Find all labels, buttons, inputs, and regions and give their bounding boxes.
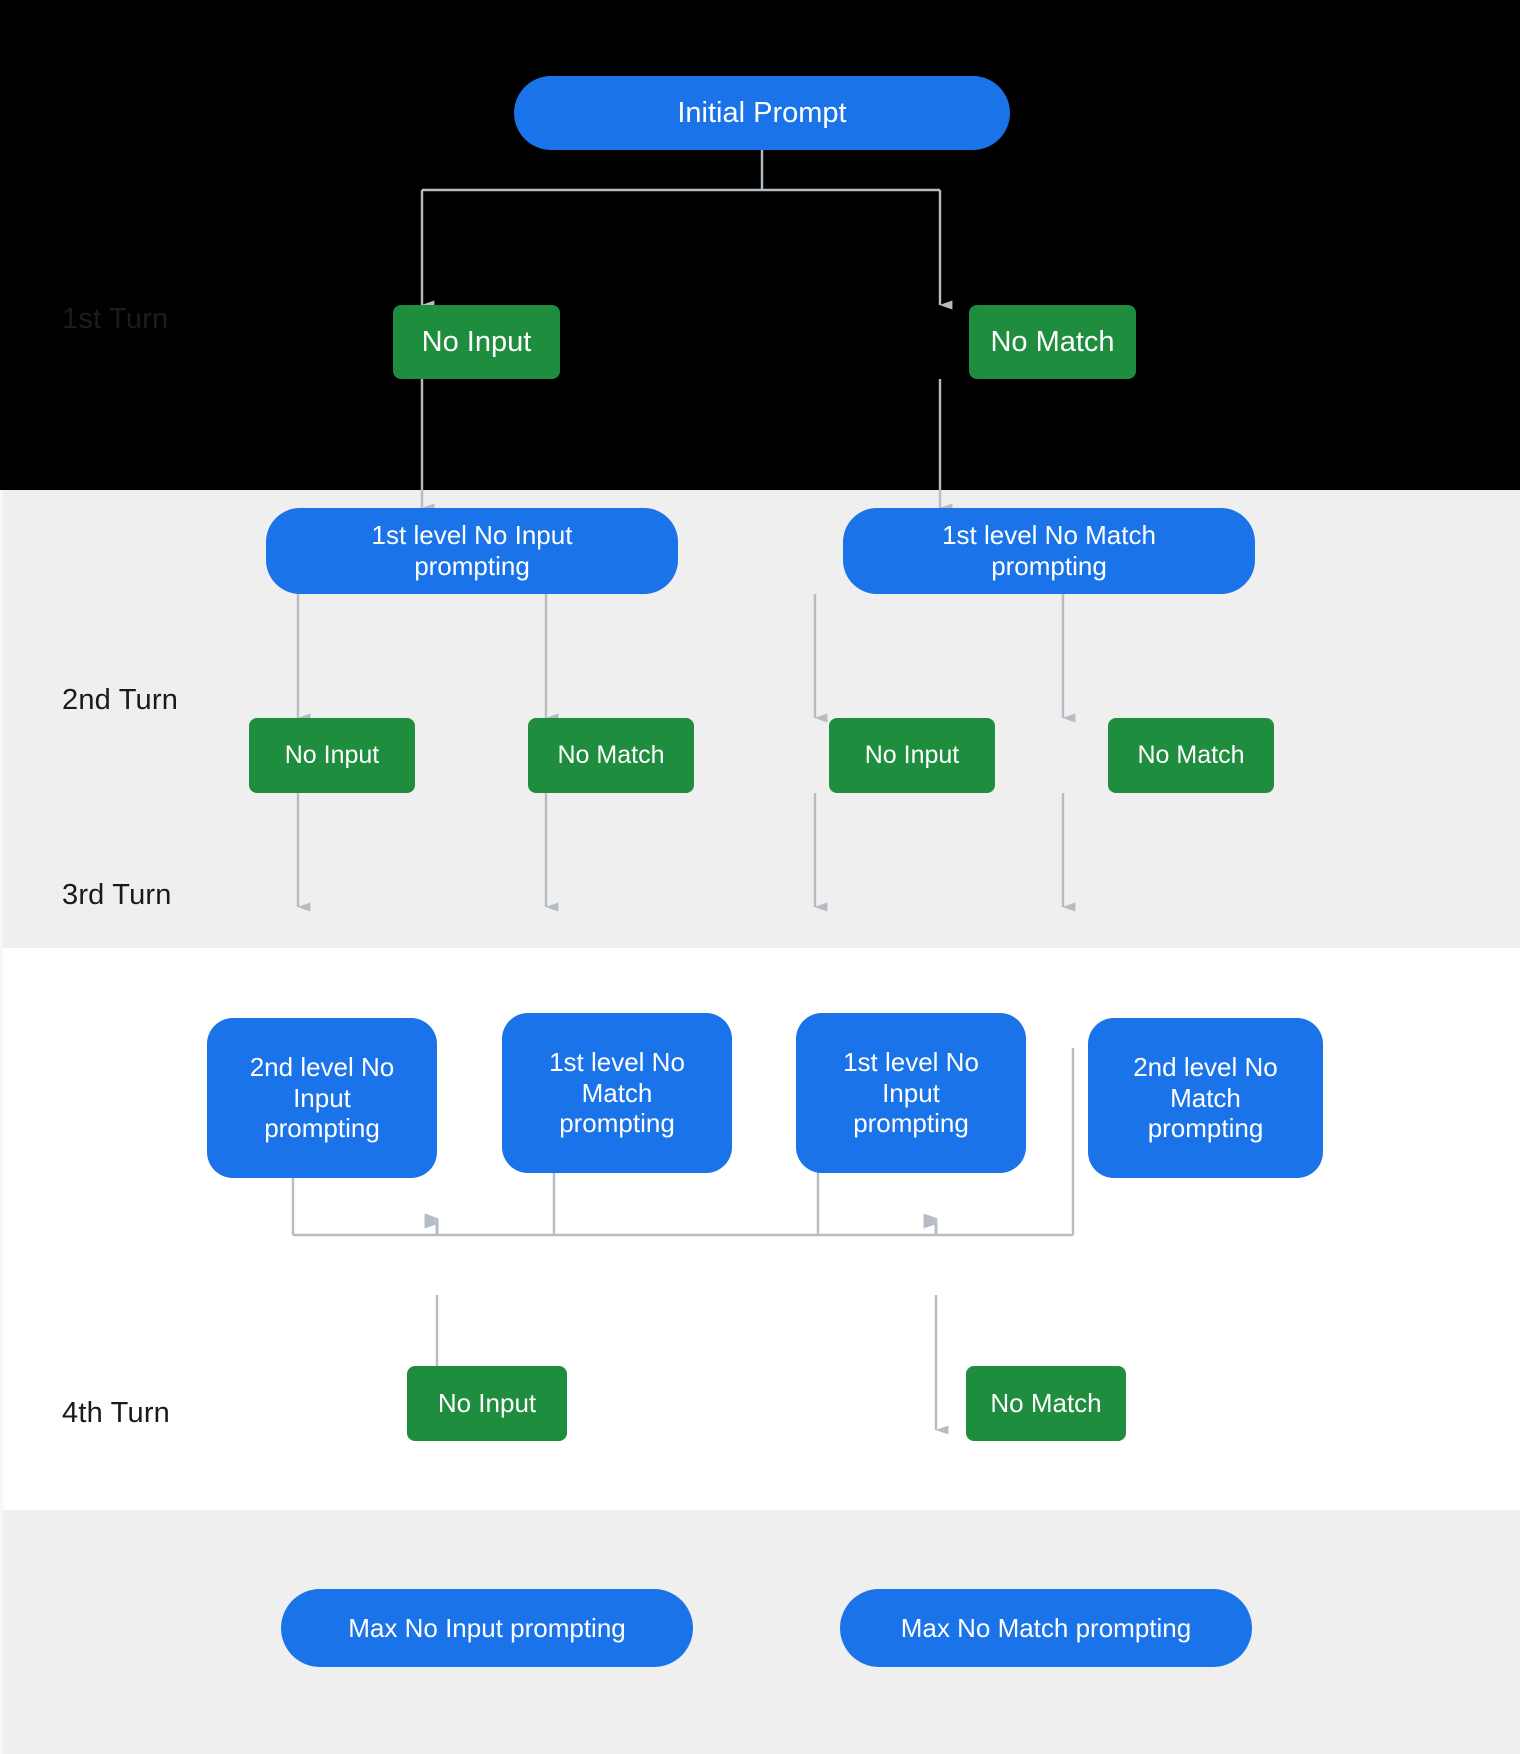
node-first-level-no-match-prompting[interactable]: 1st level No Match prompting	[843, 508, 1255, 594]
node-turn2-no-match-a-label: No Match	[557, 740, 665, 769]
node-second-level-no-match-prompting-line2: Match	[1170, 1082, 1241, 1113]
node-max-no-input-prompting[interactable]: Max No Input prompting	[281, 1589, 693, 1667]
node-initial-prompt-label: Initial Prompt	[677, 96, 847, 129]
node-first-level-no-input-prompting-3rd-line3: prompting	[853, 1108, 969, 1139]
node-second-level-no-match-prompting[interactable]: 2nd level No Match prompting	[1088, 1018, 1323, 1178]
node-first-level-no-match-prompting-3rd[interactable]: 1st level No Match prompting	[502, 1013, 732, 1173]
node-turn1-no-input[interactable]: No Input	[393, 305, 560, 379]
node-max-no-input-prompting-label: Max No Input prompting	[348, 1612, 626, 1643]
node-turn1-no-match-label: No Match	[990, 325, 1115, 358]
node-second-level-no-input-prompting[interactable]: 2nd level No Input prompting	[207, 1018, 437, 1178]
node-turn2-no-match-a[interactable]: No Match	[528, 718, 694, 793]
turn-band-2	[0, 490, 1520, 948]
node-second-level-no-input-prompting-line3: prompting	[264, 1113, 380, 1144]
node-turn2-no-input-b-label: No Input	[864, 740, 960, 769]
node-first-level-no-input-prompting-3rd-line1: 1st level No	[843, 1046, 979, 1077]
node-second-level-no-input-prompting-line1: 2nd level No	[249, 1051, 395, 1082]
turn-label-2: 2nd Turn	[62, 684, 179, 716]
node-first-level-no-match-prompting-3rd-line2: Match	[581, 1077, 653, 1108]
node-initial-prompt[interactable]: Initial Prompt	[514, 76, 1010, 150]
node-first-level-no-input-prompting-line1: 1st level No Input	[371, 520, 573, 551]
node-turn1-no-input-label: No Input	[421, 325, 532, 358]
node-turn2-no-input-a[interactable]: No Input	[249, 718, 415, 793]
node-turn3-no-input-label: No Input	[437, 1388, 537, 1419]
node-second-level-no-input-prompting-line2: Input	[293, 1082, 351, 1113]
node-second-level-no-match-prompting-line1: 2nd level No	[1133, 1051, 1278, 1082]
node-turn2-no-match-b-label: No Match	[1137, 740, 1245, 769]
node-max-no-match-prompting[interactable]: Max No Match prompting	[840, 1589, 1252, 1667]
node-first-level-no-match-prompting-3rd-line1: 1st level No	[549, 1046, 685, 1077]
node-first-level-no-match-prompting-line2: prompting	[991, 551, 1107, 581]
node-turn2-no-input-a-label: No Input	[284, 740, 380, 769]
node-first-level-no-input-prompting-3rd[interactable]: 1st level No Input prompting	[796, 1013, 1026, 1173]
turn-label-1: 1st Turn	[62, 303, 169, 335]
node-max-no-match-prompting-label: Max No Match prompting	[900, 1612, 1192, 1643]
node-first-level-no-match-prompting-line1: 1st level No Match	[942, 520, 1156, 551]
turn-band-4	[0, 1510, 1520, 1754]
node-first-level-no-match-prompting-3rd-line3: prompting	[559, 1108, 675, 1139]
node-first-level-no-input-prompting-3rd-line2: Input	[882, 1077, 940, 1108]
left-edge-strip	[0, 490, 3, 1754]
node-turn1-no-match[interactable]: No Match	[969, 305, 1136, 379]
node-first-level-no-input-prompting[interactable]: 1st level No Input prompting	[266, 508, 678, 594]
node-turn3-no-match[interactable]: No Match	[966, 1366, 1126, 1441]
node-turn3-no-input[interactable]: No Input	[407, 1366, 567, 1441]
node-second-level-no-match-prompting-line3: prompting	[1147, 1113, 1264, 1144]
turn-label-3: 3rd Turn	[62, 879, 172, 911]
node-first-level-no-input-prompting-line2: prompting	[414, 551, 530, 581]
node-turn2-no-input-b[interactable]: No Input	[829, 718, 995, 793]
node-turn3-no-match-label: No Match	[990, 1388, 1102, 1419]
node-turn2-no-match-b[interactable]: No Match	[1108, 718, 1274, 793]
turn-band-1	[0, 0, 1520, 490]
turn-label-4: 4th Turn	[62, 1397, 170, 1429]
